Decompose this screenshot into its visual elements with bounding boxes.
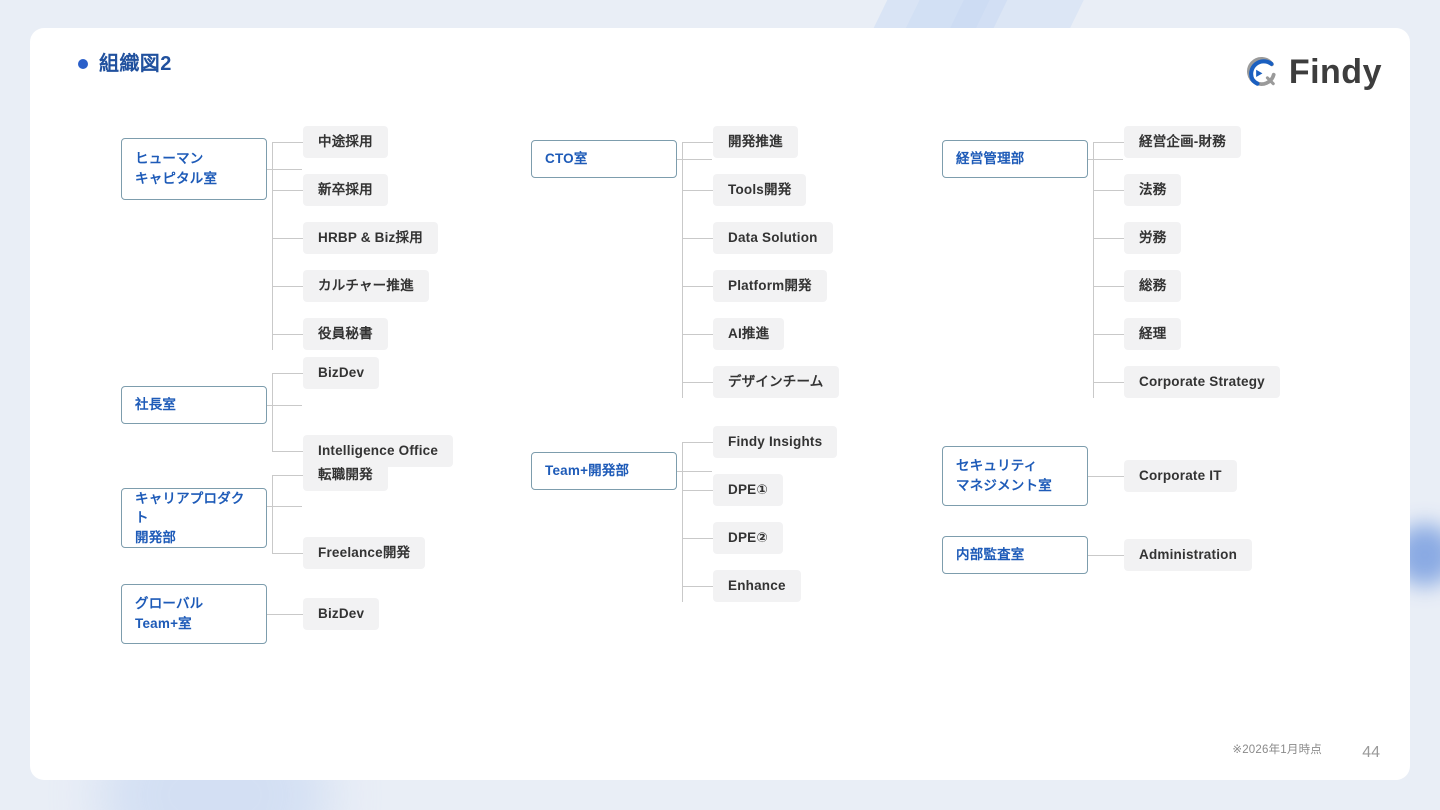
slide-card: 組織図2 Findy ヒューマンキャピタル室 中途採用 新卒採用: [30, 28, 1410, 780]
org-child[interactable]: 役員秘書: [303, 318, 388, 350]
org-parent-security-management[interactable]: セキュリティマネジメント室: [942, 446, 1088, 506]
connector: [682, 190, 713, 191]
footer-note: ※2026年1月時点: [1232, 744, 1322, 756]
org-parent-cto-office[interactable]: CTO室: [531, 140, 677, 178]
connector: [1093, 334, 1124, 335]
connector: [682, 538, 713, 539]
connector: [267, 169, 302, 170]
org-child[interactable]: Enhance: [713, 570, 801, 602]
org-child[interactable]: Data Solution: [713, 222, 833, 254]
org-child[interactable]: デザインチーム: [713, 366, 839, 398]
org-child[interactable]: 経営企画-財務: [1124, 126, 1241, 158]
org-child[interactable]: 転職開発: [303, 459, 388, 491]
connector: [272, 142, 303, 143]
connector: [267, 506, 302, 507]
org-child[interactable]: 労務: [1124, 222, 1182, 254]
org-child[interactable]: カルチャー推進: [303, 270, 429, 302]
connector: [682, 334, 713, 335]
connector: [272, 334, 303, 335]
org-parent-career-product-dev[interactable]: キャリアプロダクト開発部: [121, 488, 267, 548]
connector: [1093, 142, 1094, 398]
connector: [682, 442, 713, 443]
org-child[interactable]: DPE②: [713, 522, 783, 554]
connector: [682, 490, 713, 491]
org-parent-presidents-office[interactable]: 社長室: [121, 386, 267, 424]
findy-logo-icon: [1246, 57, 1276, 86]
org-child[interactable]: 中途採用: [303, 126, 388, 158]
brand-name: Findy: [1288, 53, 1382, 91]
connector: [682, 586, 713, 587]
org-parent-internal-audit[interactable]: 内部監査室: [942, 536, 1088, 574]
title-bullet-icon: [78, 59, 88, 69]
connector: [272, 373, 303, 374]
org-child[interactable]: Corporate Strategy: [1124, 366, 1280, 398]
org-parent-management-admin[interactable]: 経営管理部: [942, 140, 1088, 178]
page-title-text: 組織図2: [99, 53, 172, 75]
connector: [1093, 190, 1124, 191]
connector: [677, 471, 712, 472]
connector: [267, 405, 302, 406]
org-chart: ヒューマンキャピタル室 中途採用 新卒採用 HRBP & Biz採用 カルチャー…: [30, 28, 1410, 780]
connector: [272, 190, 303, 191]
brand-logo: Findy: [1244, 54, 1382, 90]
connector: [272, 475, 303, 476]
connector: [1093, 382, 1124, 383]
connector: [1088, 476, 1124, 477]
page-number: 44: [1362, 744, 1380, 761]
org-child[interactable]: DPE①: [713, 474, 783, 506]
connector: [272, 373, 273, 451]
connector: [682, 442, 683, 602]
org-child[interactable]: Tools開発: [713, 174, 807, 206]
connector: [1093, 238, 1124, 239]
org-child[interactable]: Administration: [1124, 539, 1253, 571]
connector: [682, 286, 713, 287]
connector: [682, 142, 713, 143]
org-parent-human-capital[interactable]: ヒューマンキャピタル室: [121, 138, 267, 200]
org-child[interactable]: 法務: [1124, 174, 1182, 206]
org-child[interactable]: AI推進: [713, 318, 785, 350]
connector: [677, 159, 712, 160]
connector: [682, 238, 713, 239]
org-child[interactable]: Corporate IT: [1124, 460, 1237, 492]
org-child[interactable]: 経理: [1124, 318, 1182, 350]
connector: [682, 142, 683, 398]
org-child[interactable]: 新卒採用: [303, 174, 388, 206]
connector: [1088, 555, 1124, 556]
connector: [272, 286, 303, 287]
page-title: 組織図2: [78, 54, 172, 74]
org-child[interactable]: Platform開発: [713, 270, 827, 302]
org-child[interactable]: BizDev: [303, 357, 380, 389]
connector: [272, 238, 303, 239]
connector: [272, 142, 273, 350]
org-child[interactable]: HRBP & Biz採用: [303, 222, 438, 254]
org-child[interactable]: 開発推進: [713, 126, 798, 158]
connector: [1093, 286, 1124, 287]
org-child[interactable]: BizDev: [303, 598, 380, 630]
connector: [1088, 159, 1123, 160]
connector: [682, 382, 713, 383]
connector: [1093, 142, 1124, 143]
connector: [272, 475, 273, 553]
org-child[interactable]: Freelance開発: [303, 537, 426, 569]
org-child[interactable]: Findy Insights: [713, 426, 838, 458]
org-child[interactable]: 総務: [1124, 270, 1182, 302]
org-parent-team-plus-dev[interactable]: Team+開発部: [531, 452, 677, 490]
connector: [267, 614, 303, 615]
connector: [272, 451, 303, 452]
connector: [272, 553, 303, 554]
